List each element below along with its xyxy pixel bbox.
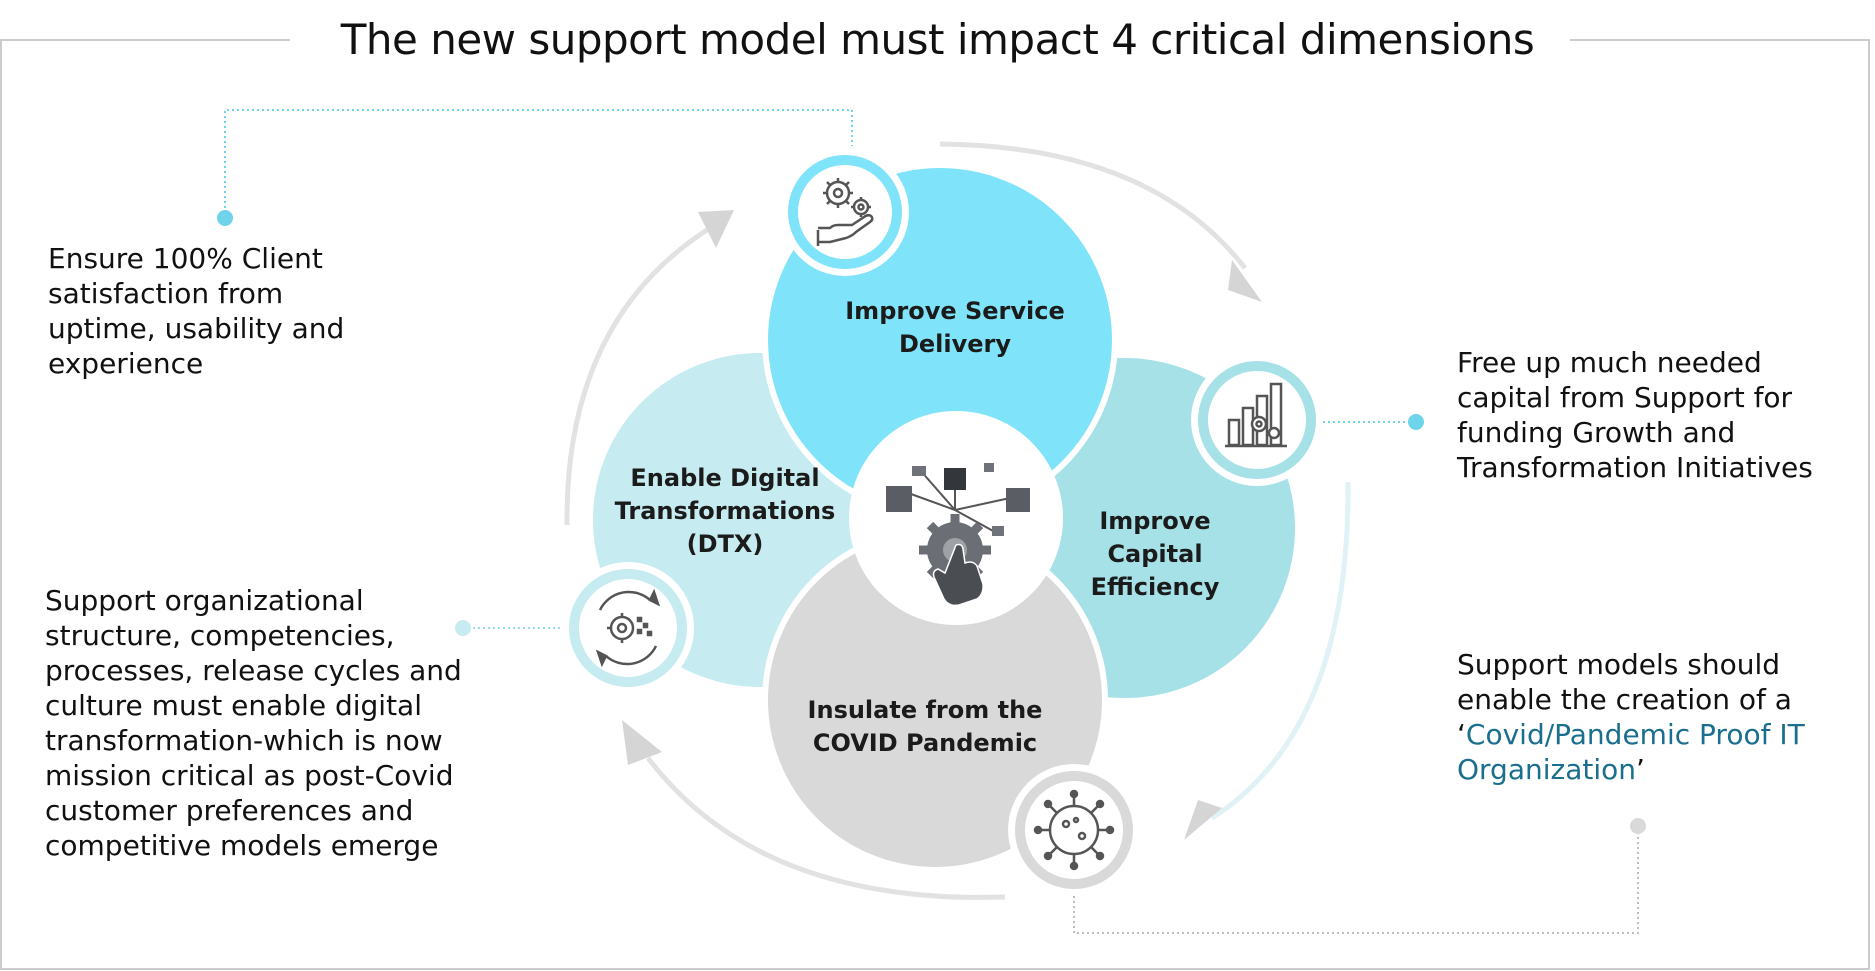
- label-covid: Insulate from the COVID Pandemic: [807, 696, 1043, 757]
- cycle-arrow-right: [1210, 481, 1351, 821]
- cycle-arrowhead-bottom: [622, 720, 662, 765]
- callout-service-delivery: Ensure 100% Client satisfaction from upt…: [48, 242, 345, 380]
- outer-frame: [0, 39, 1870, 970]
- bar-chart-gear-icon: [1225, 382, 1287, 448]
- badge-covid: [1008, 764, 1140, 896]
- cycle-arrowhead-left: [698, 210, 734, 248]
- cycle-arrow-top: [939, 141, 1247, 270]
- label-capital-efficiency: Improve Capital Efficiency: [1090, 507, 1220, 601]
- cycle-arrowhead-top: [1228, 260, 1262, 302]
- connector-service: [224, 109, 853, 218]
- badge-service: [781, 148, 909, 276]
- cycle-arrow-left: [564, 225, 712, 526]
- callout-covid: Support models should enable the creatio…: [1457, 648, 1805, 786]
- gears-hand-icon: [816, 178, 874, 246]
- page-title: The new support model must impact 4 crit…: [0, 12, 1875, 68]
- covid-highlight-part1: Covid/Pandemic Proof IT: [1465, 718, 1805, 751]
- label-service-delivery: Improve Service Delivery: [845, 297, 1065, 358]
- connector-covid: [1073, 828, 1639, 934]
- connector-dot-covid: [1630, 818, 1646, 834]
- connector-dot-capital: [1408, 414, 1424, 430]
- transform-cycle-icon: [595, 588, 661, 668]
- gear-touch-network-icon: [886, 463, 1030, 607]
- callout-capital-efficiency: Free up much needed capital from Support…: [1457, 346, 1813, 484]
- cycle-arrowhead-right: [1184, 800, 1222, 840]
- connector-dot-service: [217, 210, 233, 226]
- cycle-arrow-bottom: [646, 756, 1006, 900]
- covid-highlight-part2: Organization: [1457, 753, 1637, 786]
- connector-dot-dtx: [455, 620, 471, 636]
- callout-dtx: Support organizational structure, compet…: [45, 584, 462, 862]
- badge-dtx: [562, 562, 694, 694]
- label-dtx: Enable Digital Transformations (DTX): [614, 464, 836, 558]
- virus-icon: [1033, 789, 1115, 871]
